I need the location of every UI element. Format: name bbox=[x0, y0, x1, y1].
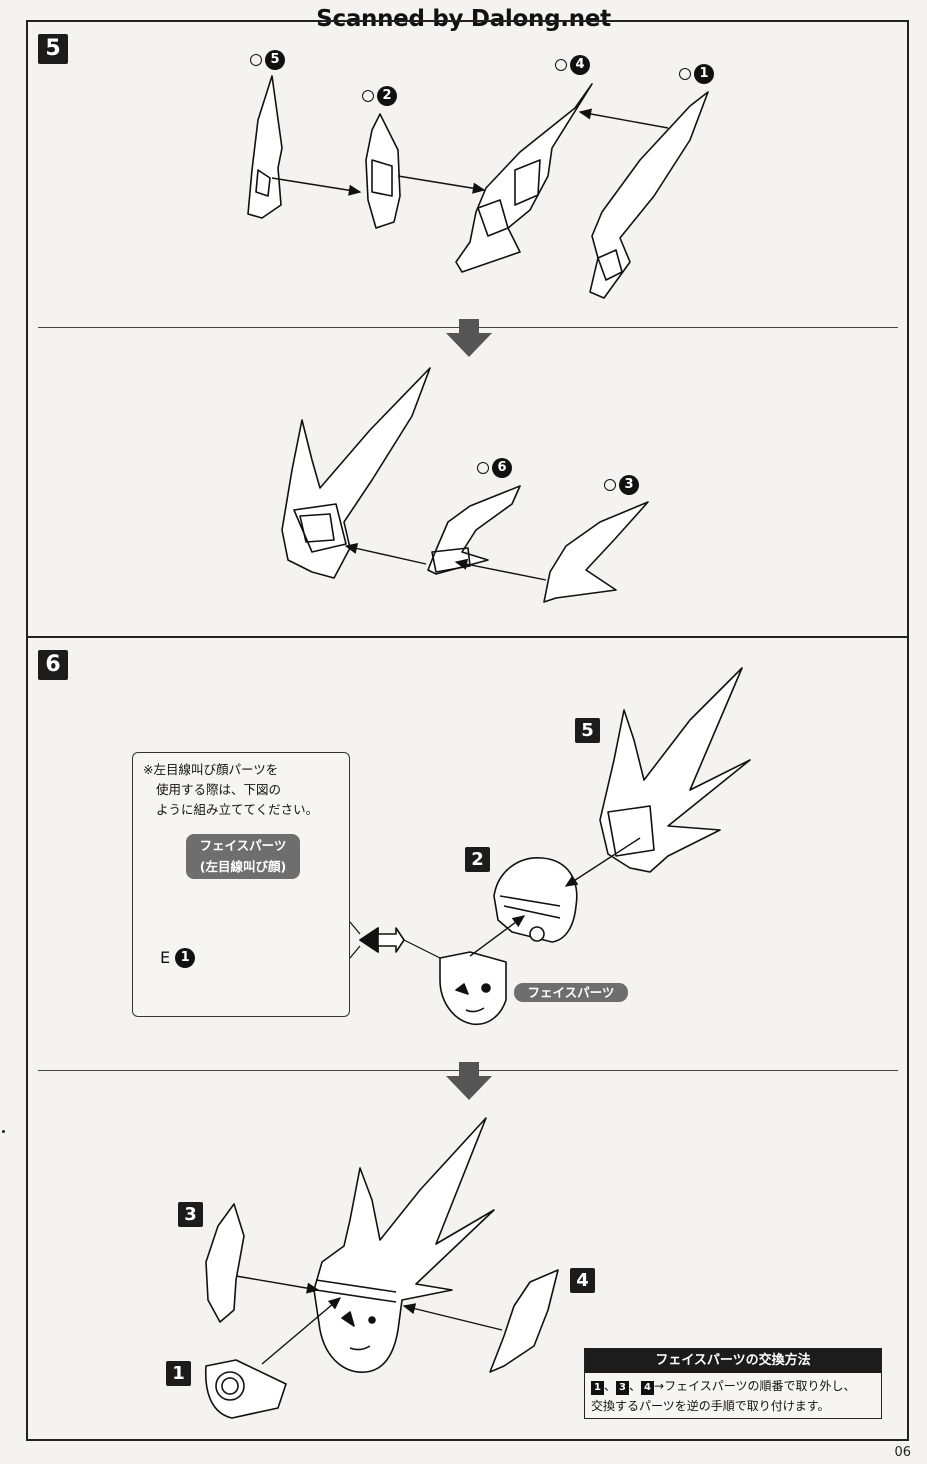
info-line-1-text: →フェイスパーツの順番で取り外し、 bbox=[654, 1379, 856, 1393]
part-number: 6 bbox=[492, 458, 512, 478]
part-label-o2: 2 bbox=[362, 86, 397, 106]
ring-icon bbox=[477, 462, 489, 474]
step-6-badge: 6 bbox=[38, 650, 68, 680]
final-head-sketch bbox=[313, 1117, 495, 1373]
pill-line: (左目線叫び顔) bbox=[199, 859, 287, 874]
face-part-sketch bbox=[439, 951, 507, 1026]
pill-line: フェイスパーツ bbox=[199, 838, 287, 853]
note-line: 使用する際は、下図の bbox=[156, 782, 282, 797]
part-label-e1: E 1 bbox=[160, 948, 196, 968]
part-number: 1 bbox=[694, 64, 714, 84]
face-parts-label: フェイスパーツ bbox=[514, 983, 628, 1002]
part-2-sketch bbox=[365, 113, 401, 229]
info-box-title: フェイスパーツの交換方法 bbox=[585, 1349, 881, 1373]
part-6-sketch bbox=[427, 485, 521, 575]
info-line-1: 1、3、4→フェイスパーツの順番で取り外し、 bbox=[591, 1376, 875, 1396]
part-badge-1: 1 bbox=[166, 1361, 191, 1386]
note-box bbox=[132, 752, 350, 1017]
down-arrow-icon bbox=[446, 319, 492, 357]
spiky-head-sketch bbox=[599, 667, 751, 873]
ring-icon bbox=[555, 59, 567, 71]
part-3-final-sketch bbox=[205, 1203, 245, 1323]
page-frame bbox=[26, 20, 909, 1441]
part-badge-3: 3 bbox=[178, 1202, 203, 1227]
face-swap-info-box: フェイスパーツの交換方法 1、3、4→フェイスパーツの順番で取り外し、 交換する… bbox=[584, 1348, 882, 1419]
head-assembly-sketch bbox=[281, 367, 431, 579]
down-arrow-icon bbox=[446, 1062, 492, 1100]
ring-icon bbox=[604, 479, 616, 491]
part-5-sketch bbox=[247, 75, 283, 219]
part-badge-2: 2 bbox=[465, 847, 490, 872]
step-5-badge: 5 bbox=[38, 34, 68, 64]
info-badge: 4 bbox=[641, 1381, 655, 1395]
watermark: Scanned by Dalong.net bbox=[316, 6, 611, 32]
ring-icon bbox=[679, 68, 691, 80]
info-badge: 3 bbox=[616, 1381, 630, 1395]
part-label-o3: 3 bbox=[604, 475, 639, 495]
part-number: 1 bbox=[175, 948, 196, 968]
info-badge: 1 bbox=[591, 1381, 604, 1395]
alt-face-parts-label: フェイスパーツ (左目線叫び顔) bbox=[186, 834, 300, 879]
divider-step-boundary bbox=[26, 636, 909, 638]
ring-icon bbox=[250, 54, 262, 66]
page-number: 06 bbox=[894, 1445, 911, 1460]
info-line-2: 交換するパーツを逆の手順で取り付けます。 bbox=[591, 1399, 830, 1413]
runner-letter: E bbox=[160, 948, 171, 967]
part-4-final-sketch bbox=[489, 1269, 559, 1373]
part-number: 3 bbox=[619, 475, 639, 495]
part-badge-5: 5 bbox=[575, 718, 600, 743]
part-1-sketch bbox=[589, 91, 709, 299]
part-badge-4: 4 bbox=[570, 1268, 595, 1293]
part-number: 5 bbox=[265, 50, 285, 70]
part-number: 4 bbox=[570, 55, 590, 75]
part-3-sketch bbox=[543, 501, 649, 603]
note-text: ※左目線叫び顔パーツを 使用する際は、下図の ように組み立ててください。 bbox=[143, 760, 348, 820]
part-number: 2 bbox=[377, 86, 397, 106]
info-box-body: 1、3、4→フェイスパーツの順番で取り外し、 交換するパーツを逆の手順で取り付け… bbox=[585, 1373, 881, 1416]
note-line: ※左目線叫び顔パーツを bbox=[143, 762, 279, 777]
part-label-o4: 4 bbox=[555, 55, 590, 75]
part-label-o1: 1 bbox=[679, 64, 714, 84]
part-4-sketch bbox=[455, 83, 593, 273]
note-line: ように組み立ててください。 bbox=[156, 802, 319, 817]
ring-icon bbox=[362, 90, 374, 102]
part-label-o5: 5 bbox=[250, 50, 285, 70]
part-label-o6: 6 bbox=[477, 458, 512, 478]
scan-speck bbox=[2, 1130, 5, 1133]
